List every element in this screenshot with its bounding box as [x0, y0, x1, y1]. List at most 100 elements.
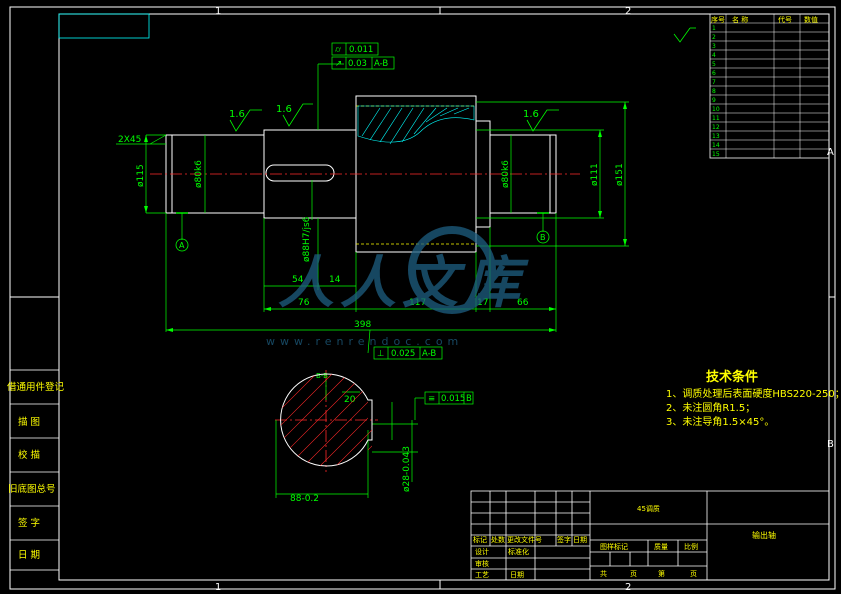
- dim-d115: ø115: [136, 164, 146, 187]
- param-header-no: 序号: [711, 15, 725, 24]
- watermark-url: www.renrendoc.com: [266, 335, 463, 348]
- change-col-3: 更改文件号: [507, 535, 542, 544]
- dim-398: 398: [354, 320, 371, 330]
- tolerance-frames: [331, 42, 474, 405]
- dim-66: 66: [517, 298, 529, 308]
- param-row-number: 15: [712, 151, 720, 158]
- param-row-number: 14: [712, 142, 720, 149]
- stamp-label-4: 旧底图总号: [8, 483, 56, 495]
- dim-14: 14: [329, 275, 341, 285]
- dim-76: 76: [298, 298, 310, 308]
- watermark-text: 人人文库: [278, 251, 529, 316]
- stamp-label-6: 日 期: [18, 550, 40, 561]
- stage-label: 图样标记: [600, 542, 628, 551]
- param-row-number: 8: [712, 88, 716, 95]
- zone-top-1: 1: [215, 6, 221, 17]
- zone-bottom-1: 1: [215, 582, 221, 593]
- tech-title: 技术条件: [706, 369, 758, 385]
- param-row-number: 11: [712, 115, 720, 122]
- role-design: 设计: [475, 547, 489, 556]
- stamp-label-2: 描 图: [18, 416, 40, 428]
- mass-label: 质量: [654, 542, 668, 551]
- sheet-page-1: 页: [630, 570, 637, 578]
- left-stamp: [9, 369, 60, 571]
- change-col-5: 日期: [573, 536, 587, 544]
- scale-label: 比例: [684, 542, 698, 551]
- left-stamp-labels: 借通用件登记 描 图 校 描 旧底图总号 签 字 日 期: [7, 381, 65, 561]
- section-outline: [280, 373, 373, 467]
- role-standard: 标准化: [508, 547, 529, 556]
- tol-ab-symbol: ↗: [335, 59, 342, 69]
- roughness-3: 1.6: [523, 109, 539, 120]
- tech-requirements: 技术条件 1、调质处理后表面硬度HBS220-250； 2、未注圆角R1.5； …: [666, 369, 841, 428]
- dim-section-depth: ø28-0.043: [402, 446, 412, 492]
- tol-bottom-datum: A-B: [422, 349, 436, 359]
- role-date: 日期: [510, 571, 524, 579]
- param-row-number: 13: [712, 133, 720, 140]
- dimension-texts: 2X45 ø115 ø80k6 ø80k6 ø111 ø151 ø88H7/js…: [118, 135, 625, 504]
- param-row-number: 12: [712, 124, 720, 131]
- watermark: 人人文库 www.renrendoc.com: [266, 226, 529, 348]
- datum-markers: A B: [175, 230, 550, 252]
- zone-right-a: A: [827, 147, 834, 158]
- dim-d80-left: ø80k6: [194, 160, 204, 188]
- dim-section-key: 20: [344, 395, 356, 405]
- stamp-label-3: 校 描: [18, 449, 41, 461]
- drawing-frame: [9, 6, 836, 590]
- tol-ab-value: 0.03: [348, 59, 367, 69]
- param-header-value: 数值: [804, 15, 818, 24]
- title-part-name: 输出轴: [752, 530, 776, 540]
- param-row-number: 1: [712, 25, 716, 32]
- zone-labels: 1 2 1 2 A B: [215, 6, 834, 593]
- title-block: [470, 490, 830, 581]
- tol-bottom-value: 0.025: [391, 349, 415, 359]
- datum-a: A: [179, 241, 185, 250]
- param-header-name: 名 称: [732, 15, 748, 24]
- dim-54: 54: [292, 275, 304, 285]
- role-process: 工艺: [475, 571, 489, 579]
- title-block-text: 45调质 输出轴 标记 处数 更改文件号 签字 日期 设计 审核 工艺 标准化 …: [473, 504, 776, 579]
- sheet-page-2: 页: [690, 570, 697, 578]
- tech-item-1: 1、调质处理后表面硬度HBS220-250；: [666, 387, 841, 400]
- param-row-number: 7: [712, 79, 716, 86]
- param-row-number: 10: [712, 106, 720, 113]
- dim-17: 17: [477, 298, 488, 308]
- tol-top-value: 0.011: [349, 45, 373, 55]
- roughness-values: 1.6 1.6 1.6: [229, 104, 539, 120]
- dim-d151: ø151: [615, 163, 625, 186]
- tol-ab-datum: A-B: [374, 59, 388, 69]
- dim-key-fit: ø88H7/js6: [302, 216, 312, 262]
- param-row-number: 9: [712, 97, 716, 104]
- param-header-code: 代号: [778, 15, 792, 24]
- sheet-total: 共: [600, 569, 607, 578]
- param-row-number: 5: [712, 61, 716, 68]
- sheet-no: 第: [658, 569, 665, 578]
- role-review: 审核: [475, 559, 489, 568]
- tol-bottom-symbol: ⊥: [377, 349, 384, 359]
- zone-bottom-2: 2: [625, 582, 631, 593]
- param-row-number: 2: [712, 34, 716, 41]
- roughness-symbols: [229, 103, 559, 132]
- corner-roughness-mark: [673, 27, 696, 43]
- tol-top-symbol: ⌭: [335, 45, 342, 55]
- dim-chamfer: 2X45: [118, 135, 141, 145]
- dim-117: 117: [409, 298, 426, 308]
- param-row-number: 3: [712, 43, 716, 50]
- tol-section-symbol: ≡: [428, 394, 435, 404]
- zone-top-2: 2: [625, 6, 631, 17]
- tolerance-texts: ⌭ 0.011 ↗ 0.03 A-B ⊥ 0.025 A-B ≡ 0.015 B: [335, 45, 472, 404]
- param-row-number: 6: [712, 70, 716, 77]
- arrowheads: [144, 102, 627, 332]
- tech-item-2: 2、未注圆角R1.5；: [666, 401, 755, 414]
- tech-item-3: 3、未注导角1.5×45°。: [666, 415, 774, 428]
- title-material: 45调质: [637, 504, 660, 513]
- param-row-number: 4: [712, 52, 716, 59]
- roughness-2: 1.6: [276, 104, 292, 115]
- shaft-keyway: [265, 164, 335, 182]
- stamp-label-1: 借通用件登记: [7, 381, 65, 393]
- change-col-2: 处数: [491, 535, 505, 544]
- stamp-label-5: 签 字: [18, 517, 40, 529]
- datum-b: B: [540, 233, 546, 242]
